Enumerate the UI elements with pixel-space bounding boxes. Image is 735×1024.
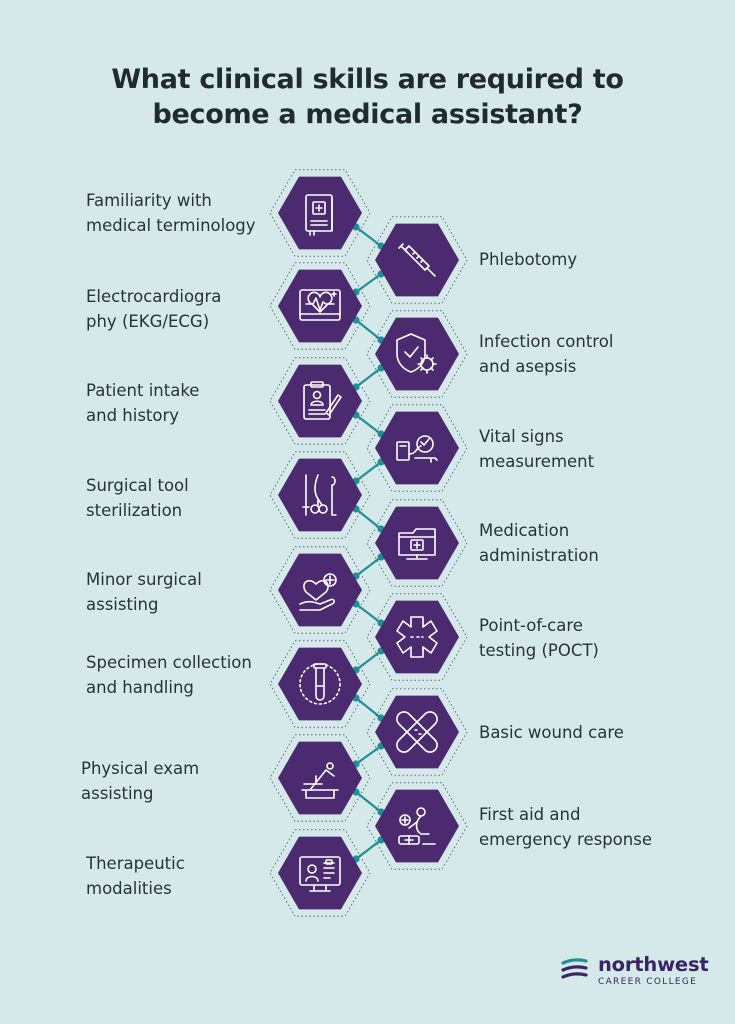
skill-label-line: measurement xyxy=(479,452,595,471)
skill-label-line: testing (POCT) xyxy=(479,641,599,660)
skill-label-line: administration xyxy=(479,546,599,565)
skill-label-right: Vital signs measurement xyxy=(479,424,679,474)
ekg-monitor-icon xyxy=(299,289,341,321)
telehealth-monitor-icon xyxy=(299,856,341,892)
skill-label-line: Point-of-care xyxy=(479,616,583,635)
blood-pressure-icon xyxy=(396,435,438,463)
skill-label-line: Phlebotomy xyxy=(479,250,578,269)
skill-label-line: Surgical tool xyxy=(86,476,189,495)
skill-label-right: Point-of-care testing (POCT) xyxy=(479,613,679,663)
skill-hexagon xyxy=(269,262,371,350)
connector-line xyxy=(355,508,382,530)
hex-fill xyxy=(278,647,362,721)
skill-label-line: Physical exam xyxy=(81,759,200,778)
hex-fill xyxy=(278,553,362,627)
hex-fill xyxy=(278,458,362,532)
logo-subtitle: CAREER COLLEGE xyxy=(598,977,698,987)
hex-fill xyxy=(375,317,459,391)
connector-line xyxy=(355,791,382,813)
skill-label-left: Specimen collection and handling xyxy=(86,650,286,700)
skill-label-line: Specimen collection xyxy=(86,653,252,672)
skill-label-left: Patient intake and history xyxy=(86,378,286,428)
skill-label-line: Infection control xyxy=(479,332,614,351)
skill-label-left: Electrocardiogra phy (EKG/ECG) xyxy=(86,284,286,334)
hex-fill xyxy=(278,176,362,250)
skill-label-left: Surgical tool sterilization xyxy=(86,473,286,523)
skill-hexagon xyxy=(366,310,468,398)
skill-label-line: assisting xyxy=(81,784,154,803)
skill-label-line: Familiarity with xyxy=(86,191,212,210)
skill-hexagon xyxy=(269,640,371,728)
skill-hexagon xyxy=(269,546,371,634)
skill-label-line: Vital signs xyxy=(479,427,564,446)
skill-label-line: Patient intake xyxy=(86,381,200,400)
skill-hexagon xyxy=(269,169,371,257)
skill-label-right: First aid and emergency response xyxy=(479,802,679,852)
exam-table-icon xyxy=(301,762,339,799)
skill-hexagon xyxy=(269,451,371,539)
skill-label-line: assisting xyxy=(86,595,159,614)
surgical-tools-icon xyxy=(302,474,337,516)
title-line-2: become a medical assistant? xyxy=(152,99,583,130)
hex-fill xyxy=(375,223,459,297)
logo-name: northwest xyxy=(598,953,709,976)
skill-label-line: modalities xyxy=(86,879,172,898)
skill-label-left: Physical exam assisting xyxy=(81,756,281,806)
hex-fill xyxy=(278,836,362,910)
skill-hexagon xyxy=(366,688,468,776)
skill-label-left: Therapeutic modalities xyxy=(86,851,286,901)
heart-hand-icon xyxy=(299,573,337,611)
connector-line xyxy=(355,414,382,435)
skill-label-line: First aid and xyxy=(479,805,581,824)
hex-fill xyxy=(375,695,459,769)
connector-line xyxy=(355,603,382,624)
connector-line xyxy=(355,697,382,719)
skill-label-right: Phlebotomy xyxy=(479,247,679,272)
skill-hexagon xyxy=(366,216,468,304)
medical-star-icon xyxy=(396,616,438,658)
first-aid-responder-icon xyxy=(398,807,436,845)
hex-fill xyxy=(278,269,362,343)
connector-line xyxy=(355,226,382,247)
bandage-icon xyxy=(396,711,438,753)
northwest-logo-icon xyxy=(561,958,588,979)
skill-label-right: Infection control and asepsis xyxy=(479,329,679,379)
page-title: What clinical skills are required to bec… xyxy=(0,62,735,132)
skill-label-line: and handling xyxy=(86,678,194,697)
syringe-icon xyxy=(398,243,436,277)
clipboard-patient-icon xyxy=(303,381,342,420)
skill-label-left: Minor surgical assisting xyxy=(86,567,286,617)
title-line-1: What clinical skills are required to xyxy=(111,64,624,95)
connector-line xyxy=(355,319,382,341)
connector-line xyxy=(355,745,382,765)
skill-label-line: Electrocardiogra xyxy=(86,287,222,306)
skill-label-line: Minor surgical xyxy=(86,570,202,589)
skill-label-right: Basic wound care xyxy=(479,720,679,745)
skill-label-right: Medication administration xyxy=(479,518,679,568)
skill-label-line: and history xyxy=(86,406,180,425)
skill-label-line: Medication xyxy=(479,521,570,540)
connector-line xyxy=(355,273,382,293)
skill-label-line: phy (EKG/ECG) xyxy=(86,312,210,331)
skill-label-line: and asepsis xyxy=(479,357,577,376)
skill-hexagon xyxy=(269,829,371,917)
shield-virus-icon xyxy=(396,333,437,374)
medical-folder-icon xyxy=(398,528,436,560)
skill-label-line: Therapeutic xyxy=(86,854,185,873)
test-tube-icon xyxy=(299,663,341,705)
skill-label-line: medical terminology xyxy=(86,216,256,235)
medical-book-icon xyxy=(305,194,333,236)
skill-label-left: Familiarity with medical terminology xyxy=(86,188,286,238)
skill-label-line: Basic wound care xyxy=(479,723,624,742)
skill-label-line: emergency response xyxy=(479,830,652,849)
skill-label-line: sterilization xyxy=(86,501,183,520)
